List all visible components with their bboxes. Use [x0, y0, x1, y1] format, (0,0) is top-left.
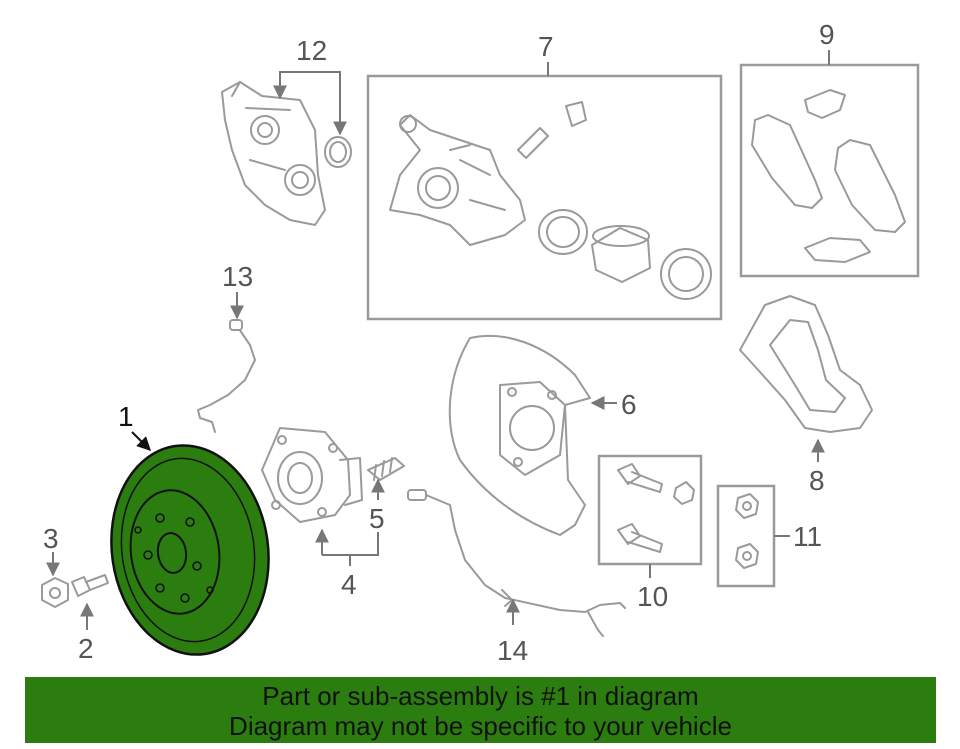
caliper-box-part-7[interactable]	[366, 74, 723, 321]
knuckle-part-12[interactable]	[221, 81, 352, 226]
callout-9: 9	[819, 19, 835, 50]
callout-12: 12	[296, 35, 327, 66]
callout-4: 4	[341, 569, 357, 600]
banner-line-2: Diagram may not be specific to your vehi…	[229, 711, 732, 741]
callout-14: 14	[497, 635, 528, 666]
callout-6: 6	[621, 389, 637, 420]
stud-part-5[interactable]	[367, 457, 405, 481]
nut-part-3[interactable]	[41, 577, 69, 608]
highlight-banner: Part or sub-assembly is #1 in diagram Di…	[25, 677, 936, 743]
callout-8: 8	[809, 465, 825, 496]
abs-sensor-part-14[interactable]	[407, 489, 626, 637]
callout-11: 11	[793, 521, 822, 552]
callout-10: 10	[637, 581, 668, 612]
callout-7: 7	[538, 31, 554, 62]
rotor-part-1[interactable]	[98, 435, 282, 665]
nuts-box-part-11[interactable]	[716, 484, 776, 588]
dust-shield-part-6[interactable]	[448, 334, 591, 536]
sensor-wire-part-13[interactable]	[197, 319, 256, 433]
callout-2: 2	[78, 633, 94, 664]
callout-3: 3	[43, 523, 59, 554]
pads-box-part-9[interactable]	[739, 63, 920, 278]
bracket-part-8[interactable]	[739, 295, 873, 433]
callout-5: 5	[369, 503, 385, 534]
bolt-part-2[interactable]	[71, 574, 109, 597]
callout-1: 1	[118, 401, 134, 432]
hub-part-4[interactable]	[261, 427, 363, 523]
callout-13: 13	[222, 261, 253, 292]
bolts-box-part-10[interactable]	[597, 454, 703, 566]
banner-line-1: Part or sub-assembly is #1 in diagram	[262, 681, 699, 711]
